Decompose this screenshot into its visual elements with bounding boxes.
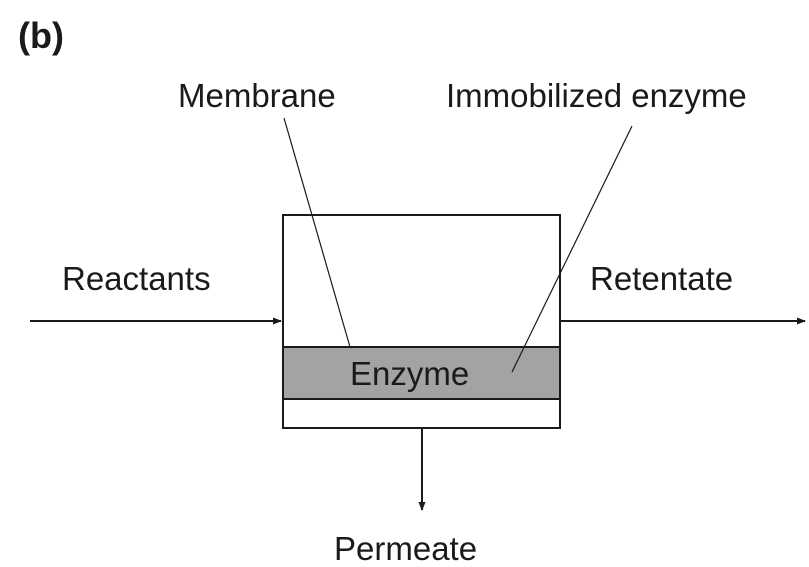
reactants-label: Reactants (62, 260, 211, 297)
permeate-label: Permeate (334, 530, 477, 567)
membrane-leader-line (283, 117, 351, 348)
panel-label: (b) (18, 15, 64, 56)
enzyme-membrane-layer (282, 346, 561, 400)
immobilized-enzyme-callout-label: Immobilized enzyme (446, 77, 747, 114)
membrane-callout-label: Membrane (178, 77, 336, 114)
immobilized-enzyme-leader-line (511, 125, 633, 373)
retentate-label: Retentate (590, 260, 733, 297)
enzyme-layer-label: Enzyme (350, 355, 469, 392)
